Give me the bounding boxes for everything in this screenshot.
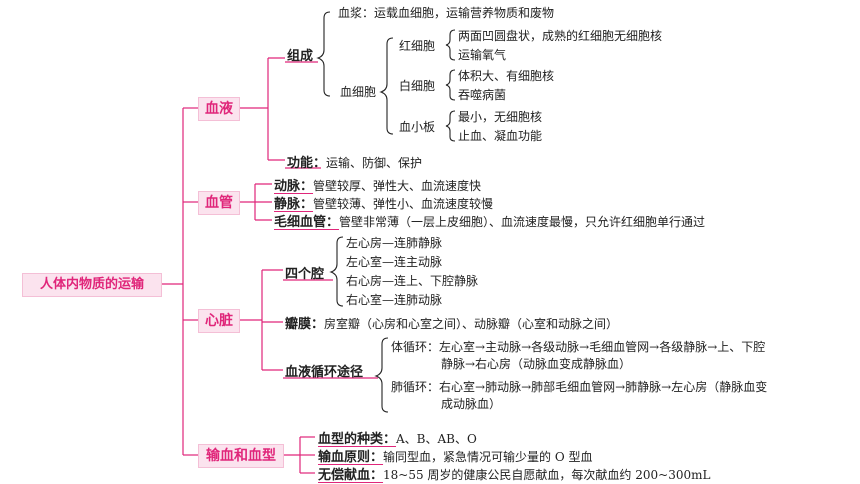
chamber-1: 左心房—连肺静脉 — [346, 236, 443, 250]
blood-types-text: A、B、AB、O — [396, 432, 477, 446]
systemic-label: 体循环： — [391, 340, 440, 354]
principle-label: 输血原则： — [318, 450, 384, 465]
pulmonary-row: 肺循环：右心室→肺动脉→肺部毛细血管网→肺静脉→左心房（静脉血变 — [391, 376, 767, 395]
capillary-row: 毛细血管：管壁非常薄（一层上皮细胞）、血流速度最慢，只允许红细胞单行通过 — [274, 211, 705, 230]
rbc-text-2: 运输氧气 — [458, 48, 507, 62]
node-transfusion: 输血和血型 — [198, 444, 284, 468]
node-blood: 血液 — [198, 97, 240, 121]
wbc-text-2: 吞噬病菌 — [458, 88, 507, 102]
systemic-line-2: 静脉→右心房（动脉血变成静脉血） — [441, 357, 632, 371]
capillary-label: 毛细血管： — [274, 215, 340, 230]
circulation-label: 血液循环途径 — [285, 365, 364, 380]
pulmonary-line-2: 成动脉血） — [441, 397, 502, 411]
artery-text: 管壁较厚、弹性大、血流速度快 — [313, 179, 482, 193]
chamber-4: 右心室—连肺动脉 — [346, 293, 443, 307]
artery-row: 动脉：管壁较厚、弹性大、血流速度快 — [274, 175, 481, 194]
vein-text: 管壁较薄、弹性小、血流速度较慢 — [313, 197, 494, 211]
rbc-text-1: 两面凹圆盘状，成熟的红细胞无细胞核 — [458, 29, 663, 43]
chamber-2: 左心室—连主动脉 — [346, 255, 443, 269]
capillary-text: 管壁非常薄（一层上皮细胞）、血流速度最慢，只允许红细胞单行通过 — [339, 215, 706, 229]
pulmonary-label: 肺循环： — [391, 380, 440, 394]
platelet-text-1: 最小，无细胞核 — [458, 110, 543, 124]
node-heart: 心脏 — [198, 309, 240, 333]
chamber-3: 右心房—连上、下腔静脉 — [346, 274, 479, 288]
blood-cells-label: 血细胞 — [340, 85, 377, 99]
platelet-label: 血小板 — [399, 120, 436, 134]
vein-label: 静脉： — [274, 197, 314, 212]
pulmonary-line-1: 右心室→肺动脉→肺部毛细血管网→肺静脉→左心房（静脉血变 — [439, 380, 768, 394]
plasma-text: 血浆：运载血细胞，运输营养物质和废物 — [338, 6, 555, 20]
principle-row: 输血原则：输同型血，紧急情况可输少量的 O 型血 — [318, 446, 592, 465]
node-vessels: 血管 — [198, 191, 240, 215]
valves-label: 瓣膜： — [285, 317, 325, 332]
blood-composition-label: 组成 — [287, 49, 314, 64]
valves-text: 房室瓣（心房和心室之间）、动脉瓣（心室和动脉之间） — [324, 317, 619, 331]
rbc-label: 红细胞 — [399, 39, 436, 53]
artery-label: 动脉： — [274, 179, 314, 194]
blood-function-label: 功能： — [287, 156, 327, 171]
principle-text: 输同型血，紧急情况可输少量的 O 型血 — [383, 450, 593, 464]
valves-row: 瓣膜：房室瓣（心房和心室之间）、动脉瓣（心室和动脉之间） — [285, 313, 618, 332]
systemic-line-1: 左心室→主动脉→各级动脉→毛细血管网→各级静脉→上、下腔 — [439, 340, 766, 354]
wbc-text-1: 体积大、有细胞核 — [458, 69, 555, 83]
donation-text: 18~55 周岁的健康公民自愿献血，每次献血约 200~300mL — [383, 468, 711, 482]
donation-row: 无偿献血：18~55 周岁的健康公民自愿献血，每次献血约 200~300mL — [318, 464, 710, 483]
blood-types-row: 血型的种类：A、B、AB、O — [318, 428, 477, 447]
chambers-label: 四个腔 — [285, 267, 325, 282]
wbc-label: 白细胞 — [399, 79, 436, 93]
systemic-row: 体循环：左心室→主动脉→各级动脉→毛细血管网→各级静脉→上、下腔 — [391, 336, 765, 355]
root-node: 人体内物质的运输 — [22, 273, 162, 297]
vein-row: 静脉：管壁较薄、弹性小、血流速度较慢 — [274, 193, 493, 212]
blood-types-label: 血型的种类： — [318, 432, 397, 447]
blood-function: 功能：运输、防御、保护 — [287, 152, 422, 171]
donation-label: 无偿献血： — [318, 468, 384, 483]
blood-function-text: 运输、防御、保护 — [326, 156, 423, 170]
platelet-text-2: 止血、凝血功能 — [458, 129, 543, 143]
